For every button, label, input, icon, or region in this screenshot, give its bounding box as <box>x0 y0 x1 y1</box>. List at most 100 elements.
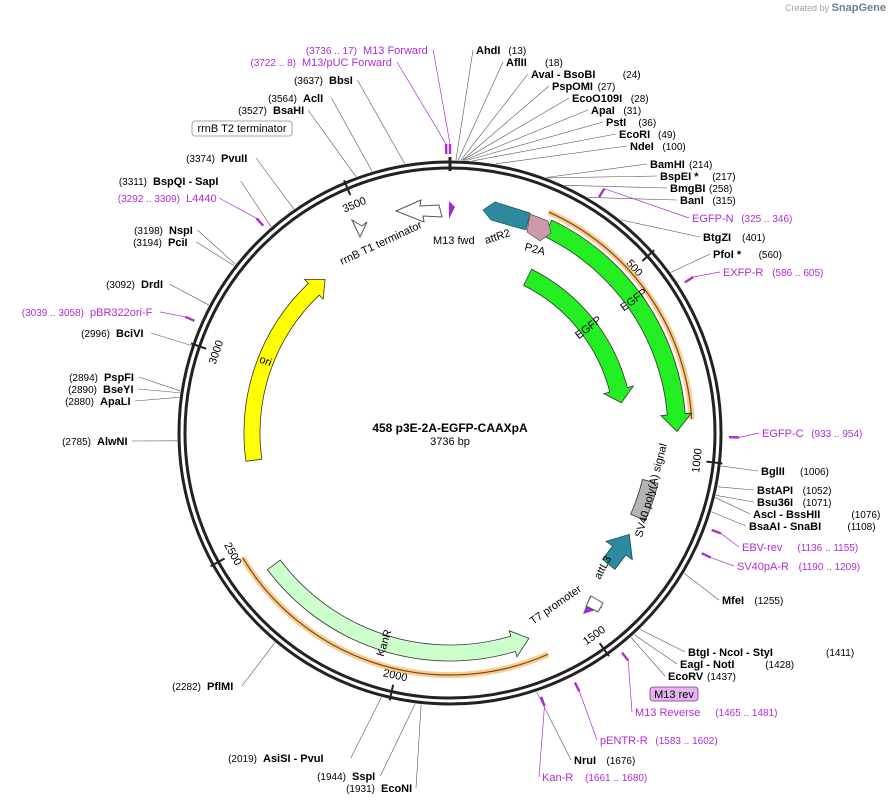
p2a-feature-arrow[interactable] <box>526 213 552 242</box>
primer-name[interactable]: SV40pA-R <box>737 561 789 573</box>
primer-leader-line <box>738 432 760 438</box>
enzyme-name[interactable]: AlwNI <box>97 436 128 448</box>
enzyme-name[interactable]: SspI <box>352 771 375 783</box>
primer-name[interactable]: pENTR-R <box>600 735 648 747</box>
primer-name[interactable]: EBV-rev <box>742 542 783 554</box>
enzyme-name[interactable]: EcoO109I <box>572 93 622 105</box>
rrnb-t1-small-arrow[interactable] <box>350 218 368 239</box>
primer-name[interactable]: EGFP-C <box>762 428 804 440</box>
enzyme-name[interactable]: AhdI <box>476 45 500 57</box>
primer-leader-line <box>579 691 598 741</box>
enzyme-leader-line <box>138 376 181 392</box>
enzyme-position: (1437) <box>707 672 736 683</box>
primer-range: (3292 .. 3309) <box>118 194 180 205</box>
enzyme-name[interactable]: BtgZI <box>703 232 731 244</box>
enzyme-leader-line <box>150 332 192 346</box>
enzyme-name[interactable]: EcoRV <box>668 671 704 683</box>
sv40-polya-box[interactable] <box>630 479 659 522</box>
enzyme-name[interactable]: PfoI * <box>713 249 742 261</box>
m13-rev-box[interactable]: M13 rev <box>649 686 699 702</box>
primer-leader-line <box>627 660 633 713</box>
enzyme-name[interactable]: BciVI <box>116 328 144 340</box>
enzyme-name[interactable]: BsaHI <box>273 105 304 117</box>
tick-label: 1000 <box>690 448 705 474</box>
ori-arrow[interactable] <box>243 278 326 462</box>
enzyme-name[interactable]: NspI <box>169 225 193 237</box>
enzyme-name[interactable]: BanI <box>680 195 704 207</box>
enzyme-name[interactable]: PvuII <box>221 153 247 165</box>
rrnb-t1-terminator-arrow[interactable] <box>394 199 443 223</box>
enzyme-position: (100) <box>662 142 685 153</box>
enzyme-name[interactable]: NdeI <box>630 141 654 153</box>
t7-promoter-outline[interactable] <box>585 595 604 613</box>
attr2-feature-arrow[interactable] <box>482 201 531 231</box>
enzyme-position: (258) <box>709 184 732 195</box>
enzyme-name[interactable]: BmgBI <box>670 183 705 195</box>
primer-site-mark <box>540 696 546 707</box>
enzyme-position: (1676) <box>606 756 635 767</box>
enzyme-name[interactable]: AclI <box>303 93 323 105</box>
enzyme-name[interactable]: BamHI <box>650 159 685 171</box>
attr2-label: attR2 <box>483 227 512 247</box>
enzyme-name[interactable]: ApaI <box>591 105 615 117</box>
primer-name[interactable]: M13/pUC Forward <box>302 57 392 69</box>
enzyme-name[interactable]: PflMI <box>207 681 233 693</box>
enzyme-name[interactable]: ApaLI <box>100 396 131 408</box>
enzyme-name[interactable]: PspFI <box>104 372 134 384</box>
enzyme-name[interactable]: EcoNI <box>381 783 412 795</box>
rrnb-t2-terminator-box[interactable]: rrnB T2 terminator <box>191 120 293 137</box>
enzyme-name[interactable]: BsaAI - SnaBI <box>749 521 821 533</box>
brand-prefix: Created by <box>785 3 830 13</box>
primer-name[interactable]: M13 Reverse <box>635 707 700 719</box>
enzyme-name[interactable]: AvaI - BsoBI <box>531 69 595 81</box>
enzyme-name[interactable]: PspOMI <box>552 81 593 93</box>
tick-label: 3500 <box>341 195 368 216</box>
primer-name[interactable]: M13 Forward <box>363 45 428 57</box>
primer-name[interactable]: EGFP-N <box>692 213 734 225</box>
enzyme-leader-line <box>169 283 209 306</box>
plasmid-size: 3736 bp <box>430 436 470 448</box>
enzyme-name[interactable]: AflII <box>506 57 527 69</box>
enzyme-name[interactable]: BbsI <box>329 75 353 87</box>
enzyme-position: (217) <box>712 172 735 183</box>
egfp-outer-arrow[interactable] <box>543 219 693 433</box>
rrnb-t2-terminator-label: rrnB T2 terminator <box>197 123 286 135</box>
primer-range: (1190 .. 1209) <box>799 562 861 573</box>
m13fwd-label: M13 fwd <box>433 235 475 247</box>
enzyme-name[interactable]: DrdI <box>141 279 163 291</box>
egfp-inner-arrow[interactable] <box>523 268 635 404</box>
enzyme-name[interactable]: PciI <box>168 237 188 249</box>
enzyme-name[interactable]: AscI - BssHII <box>753 509 820 521</box>
enzyme-name[interactable]: MfeI <box>722 595 744 607</box>
enzyme-name[interactable]: EagI - NotI <box>680 659 734 671</box>
kanr-arrow[interactable] <box>266 559 530 662</box>
primer-name[interactable]: L4440 <box>186 193 217 205</box>
enzyme-name[interactable]: NruI <box>574 755 596 767</box>
orf-arc-kanr-line <box>242 557 549 676</box>
enzyme-name[interactable]: BspEI * <box>660 171 699 183</box>
primer-site-mark <box>621 651 630 662</box>
enzyme-name[interactable]: BstAPI <box>757 485 793 497</box>
enzyme-name[interactable]: BglII <box>761 466 785 478</box>
enzyme-name[interactable]: BtgI - NcoI - StyI <box>688 647 773 659</box>
m13fwd-feature-arrow[interactable] <box>449 201 455 219</box>
enzyme-position: (1931) <box>346 784 375 795</box>
enzyme-leader-line <box>536 691 572 761</box>
primer-leader-line <box>720 533 740 548</box>
enzyme-position: (3092) <box>106 280 135 291</box>
enzyme-name[interactable]: PstI <box>606 117 626 129</box>
primer-name[interactable]: EXFP-R <box>723 267 763 279</box>
enzyme-name[interactable]: EcoRI <box>619 129 650 141</box>
enzyme-name[interactable]: BspQI - SapI <box>153 176 218 188</box>
primer-range: (933 .. 954) <box>811 429 862 440</box>
enzyme-name[interactable]: Bsu36I <box>757 497 793 509</box>
attl3-arrow[interactable] <box>602 533 633 570</box>
tick-mark <box>210 557 226 568</box>
enzyme-name[interactable]: BseYI <box>103 384 134 396</box>
primer-name[interactable]: pBR322ori-F <box>90 307 153 319</box>
enzyme-name[interactable]: AsiSI - PvuI <box>263 753 324 765</box>
primer-leader-line <box>710 557 735 567</box>
primer-name[interactable]: Kan-R <box>542 772 573 784</box>
primer-site-mark <box>711 528 722 535</box>
